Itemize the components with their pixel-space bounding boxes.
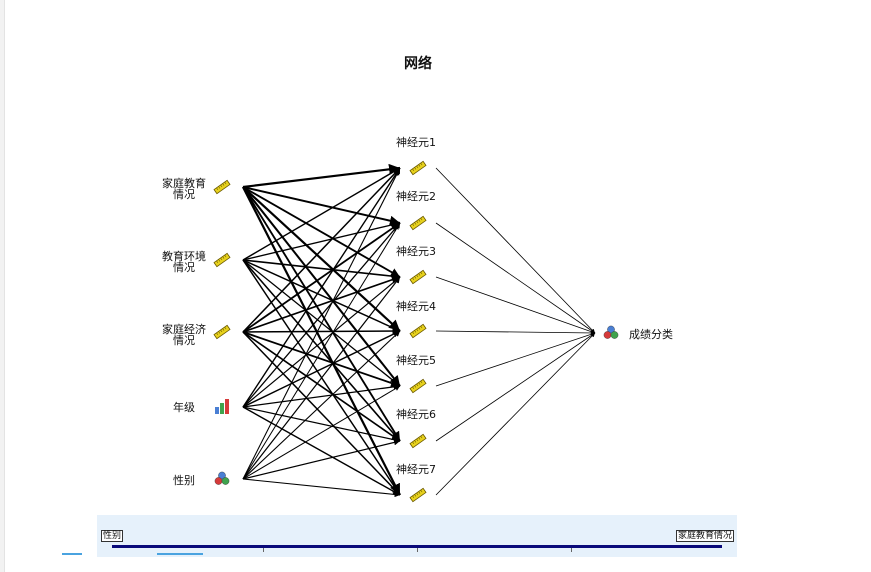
scale-ruler-icon [409,323,427,339]
weight-link [242,478,401,498]
scale-ruler-icon [409,487,427,503]
weight-link [242,186,401,226]
hidden-node-label-2: 神经元2 [396,190,436,203]
weight-link [242,186,401,278]
legend-left-label: 性别 [101,530,124,542]
weight-link [435,167,596,334]
weight-link [242,186,401,442]
weight-link [242,330,401,408]
weight-link [435,222,596,334]
legend-right-label: 家庭教育情况 [676,530,735,542]
ordinal-bar-icon [215,399,229,414]
weight-link [242,222,401,480]
scale-ruler-icon [409,215,427,231]
legend-tick [263,548,264,552]
input-node-label-2: 教育环境 情况 [162,250,206,274]
hidden-node-label-4: 神经元4 [396,300,436,313]
weight-link [435,330,596,335]
input-node-label-4: 年级 [173,401,195,414]
input-node-label-5: 性别 [173,474,195,487]
bottom-strip [157,553,203,555]
legend-line [112,545,722,548]
weight-link [242,330,401,480]
weight-link [242,276,401,408]
weight-link [242,259,401,281]
weight-link [242,186,401,496]
scale-ruler-icon [409,433,427,449]
window-edge [0,0,5,572]
weight-link [242,167,401,261]
input-node-label-3: 家庭经济 情况 [162,323,206,347]
weight-link [242,222,401,333]
hidden-node-label-3: 神经元3 [396,245,436,258]
weight-link [435,332,596,442]
weight-link [242,331,401,442]
legend-tick [571,548,572,552]
output-node-label: 成绩分类 [629,328,673,341]
weight-link [242,163,401,189]
bottom-strip [62,553,82,555]
weight-link [242,383,401,408]
nominal-circles-icon [214,471,230,485]
chart-title: 网络 [404,56,432,72]
scale-ruler-icon [213,324,231,340]
weight-link [435,332,596,387]
weight-link [435,332,596,496]
weight-link [242,222,401,408]
weight-link [242,406,401,496]
weight-link [242,167,401,408]
hidden-node-label-6: 神经元6 [396,408,436,421]
weight-link [242,327,401,335]
weight-link [242,331,401,496]
weight-link [242,275,401,333]
weight-link [242,221,401,261]
weight-link [435,276,596,334]
scale-ruler-icon [213,179,231,195]
scale-ruler-icon [213,252,231,268]
weight-link [242,186,401,332]
hidden-node-label-7: 神经元7 [396,463,436,476]
weight-link [242,167,401,480]
weight-link [242,167,401,333]
weight-link [242,276,401,480]
scale-ruler-icon [409,269,427,285]
weight-link [242,259,401,332]
weight-link [242,385,401,480]
scale-ruler-icon [409,160,427,176]
hidden-node-label-1: 神经元1 [396,136,436,149]
hidden-node-label-5: 神经元5 [396,354,436,367]
weight-link [242,406,401,443]
nominal-circles-icon [603,325,619,339]
legend-tick [417,548,418,552]
weight-link [242,439,401,480]
scale-ruler-icon [409,378,427,394]
input-node-label-1: 家庭教育 情况 [162,177,206,201]
weight-link [242,331,401,388]
